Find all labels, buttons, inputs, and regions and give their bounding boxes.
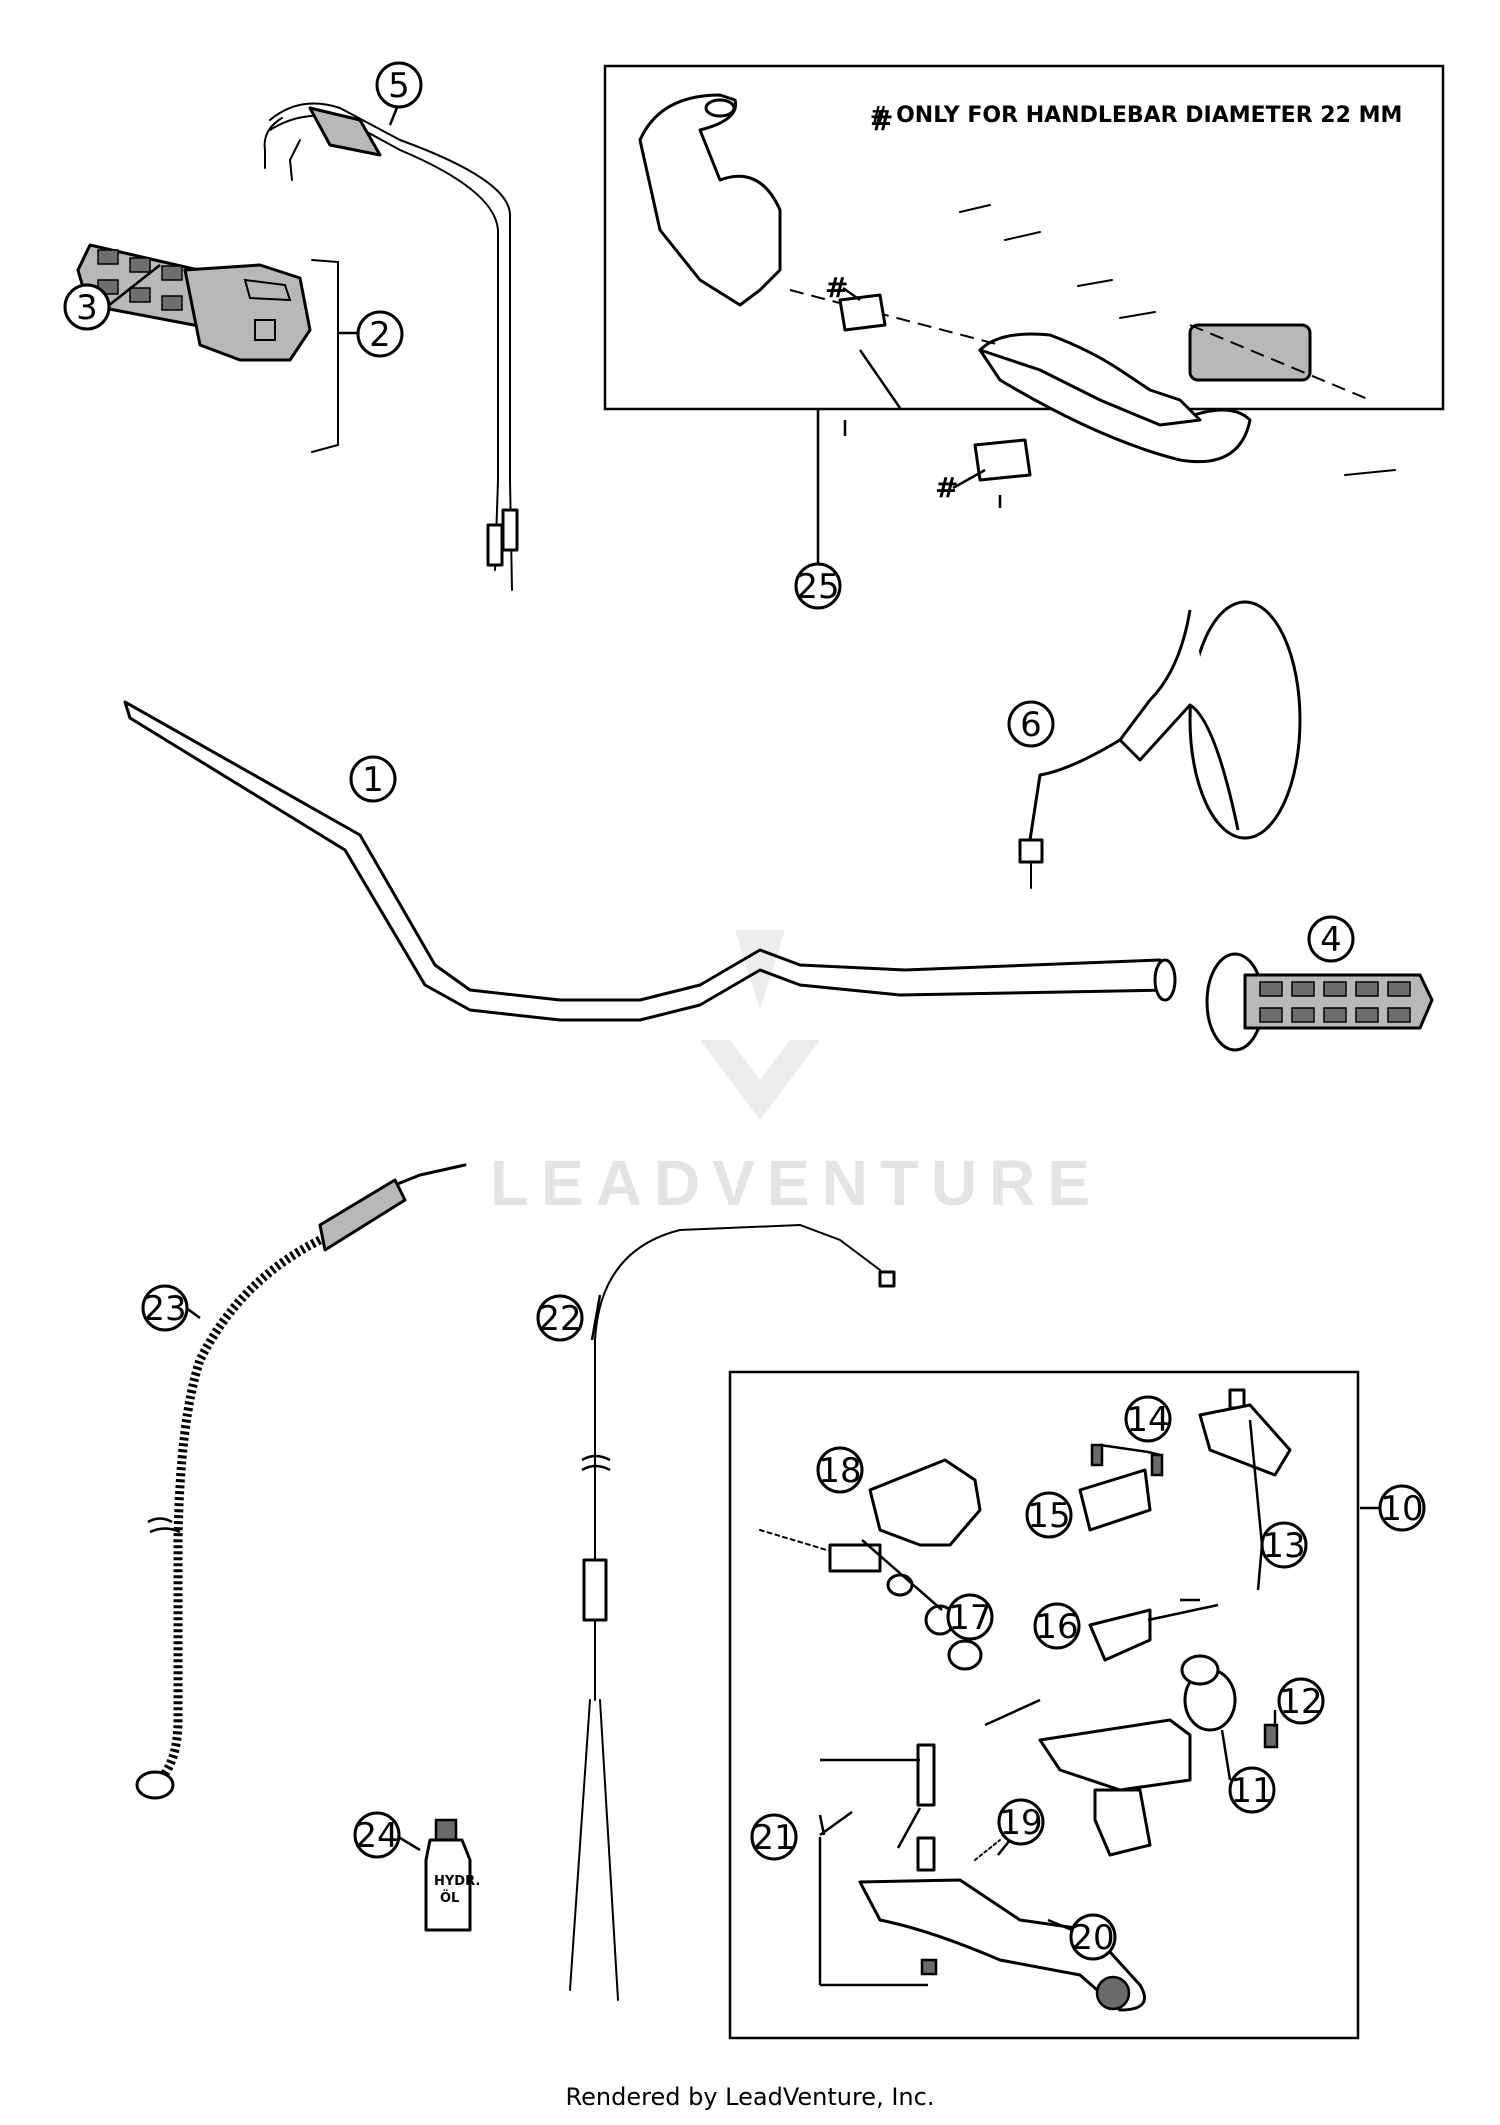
- callout-4: 4: [1307, 915, 1355, 963]
- callout-16: 16: [1033, 1602, 1081, 1650]
- callout-20: 20: [1069, 1913, 1117, 1961]
- hash-marker-note: #: [870, 104, 893, 137]
- mirror-part: [1018, 600, 1302, 889]
- svg-text:10: 10: [1380, 1489, 1423, 1529]
- clutch-cable-part: [569, 1223, 896, 2001]
- hash-marker-1: #: [825, 271, 848, 304]
- svg-text:15: 15: [1027, 1496, 1070, 1536]
- callout-6: 6: [1007, 700, 1055, 748]
- clutch-master-cylinder-parts: [759, 1388, 1292, 2012]
- callout-19: 19: [997, 1798, 1045, 1846]
- diameter-note: # ONLY FOR HANDLEBAR DIAMETER 22 MM: [870, 103, 1402, 128]
- callout-12: 12: [1277, 1677, 1325, 1725]
- footer-credit: Rendered by LeadVenture, Inc.: [566, 2083, 935, 2111]
- clutch-master-kit-frame: [728, 1370, 1360, 2040]
- throttle-cables-part: [263, 102, 519, 591]
- hash-markers: # # #: [825, 104, 986, 504]
- callout-23: 23: [141, 1284, 189, 1332]
- handguard-kit-frame: [603, 64, 1445, 411]
- callout-10: 10: [1378, 1484, 1426, 1532]
- svg-text:5: 5: [388, 66, 410, 106]
- callout-1: 1: [349, 755, 397, 803]
- handguard-part: [638, 93, 1396, 482]
- svg-text:14: 14: [1126, 1400, 1169, 1440]
- svg-text:17: 17: [948, 1598, 991, 1638]
- svg-text:3: 3: [76, 288, 98, 328]
- handlebar-part: [123, 700, 1177, 1022]
- callout-2: 2: [356, 310, 404, 358]
- callouts: 1 2 3 4 5 6 10 11: [63, 61, 1426, 1961]
- callout-15: 15: [1025, 1491, 1073, 1539]
- svg-text:20: 20: [1071, 1918, 1114, 1958]
- watermark-text: LEADVENTURE: [490, 1147, 1102, 1219]
- throttle-grip-part: [76, 243, 339, 453]
- callout-3: 3: [63, 283, 111, 331]
- callout-14: 14: [1124, 1395, 1172, 1443]
- callout-13: 13: [1260, 1521, 1308, 1569]
- bottle-label-line1: HYDR.: [434, 1874, 480, 1889]
- svg-text:23: 23: [143, 1289, 186, 1329]
- svg-text:21: 21: [752, 1818, 795, 1858]
- svg-text:12: 12: [1279, 1682, 1322, 1722]
- svg-text:6: 6: [1020, 705, 1042, 745]
- svg-text:2: 2: [369, 315, 391, 355]
- callout-24: 24: [353, 1811, 401, 1859]
- callout-11: 11: [1228, 1766, 1276, 1814]
- watermark: LEADVENTURE: [490, 930, 1102, 1219]
- callout-leaders: [107, 104, 1380, 1987]
- bottle-label-line2: ÖL: [440, 1890, 459, 1906]
- svg-text:4: 4: [1320, 920, 1342, 960]
- left-grip-part: [1205, 952, 1434, 1052]
- svg-text:11: 11: [1230, 1771, 1273, 1811]
- svg-text:22: 22: [538, 1299, 581, 1339]
- svg-text:1: 1: [362, 760, 384, 800]
- svg-text:19: 19: [999, 1803, 1042, 1843]
- callout-21: 21: [750, 1813, 798, 1861]
- svg-text:16: 16: [1035, 1607, 1078, 1647]
- svg-text:25: 25: [796, 567, 839, 607]
- hash-marker-2: #: [935, 471, 958, 504]
- callout-22: 22: [536, 1294, 584, 1342]
- svg-text:24: 24: [355, 1816, 398, 1856]
- clutch-hose-part: [135, 1163, 467, 1800]
- hydraulic-oil-bottle-part: HYDR. ÖL: [424, 1818, 480, 1932]
- callout-25: 25: [794, 562, 842, 610]
- callout-18: 18: [816, 1446, 864, 1494]
- callout-5: 5: [375, 61, 423, 109]
- svg-text:13: 13: [1262, 1526, 1305, 1566]
- svg-text:18: 18: [818, 1451, 861, 1491]
- callout-17: 17: [946, 1593, 994, 1641]
